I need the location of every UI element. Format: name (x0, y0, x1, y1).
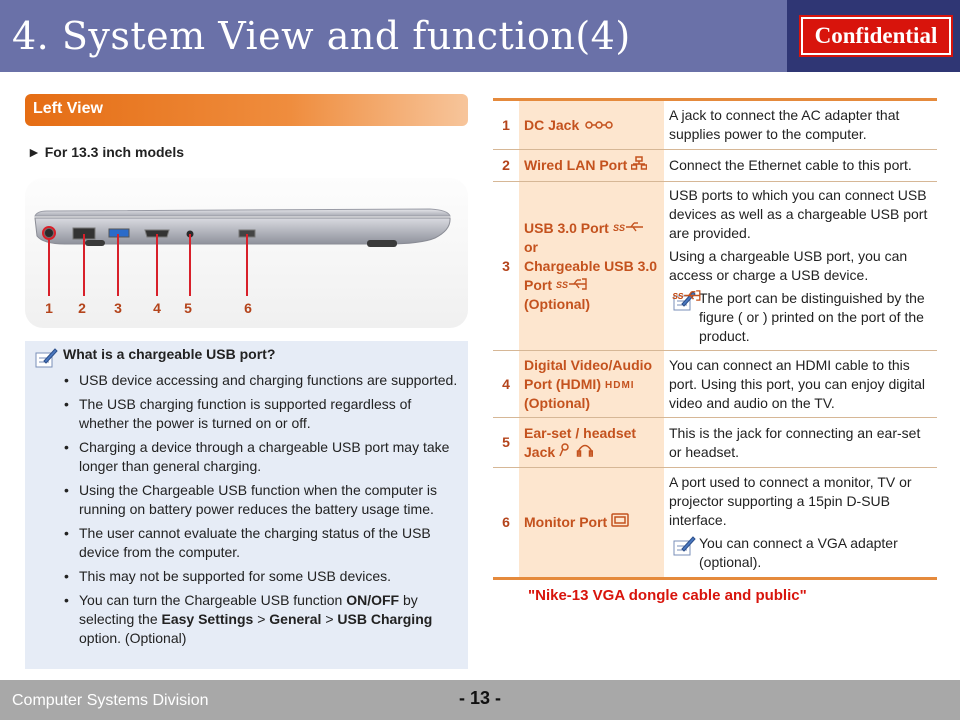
port-name: Ear-set / headset Jack (519, 417, 664, 468)
port-description: A jack to connect the AC adapter that su… (664, 98, 937, 150)
footer-division: Computer Systems Division (12, 692, 209, 709)
callout-1: 1 (45, 300, 53, 316)
chargeable-usb3-icon: SS (672, 290, 701, 301)
note-pencil-icon (673, 291, 696, 311)
port-name: DC Jack (519, 98, 664, 150)
svg-text:HDMI: HDMI (605, 380, 635, 389)
left-view-heading: Left View (25, 94, 468, 126)
callout-6: 6 (244, 300, 252, 316)
monitor-port-icon (611, 513, 629, 527)
tip-note: You can connect a VGA adapter (optional)… (669, 534, 932, 572)
row-number: 5 (493, 417, 519, 468)
on-off-label: ON/OFF (346, 592, 400, 608)
tip-note: The port can be distinguished by the fig… (672, 290, 925, 344)
note-item: Charging a device through a chargeable U… (63, 438, 463, 476)
port-name: Digital Video/Audio Port (HDMI) HDMI (Op… (519, 350, 664, 418)
note-item: Using the Chargeable USB function when t… (63, 481, 463, 519)
callout-4: 4 (153, 300, 161, 316)
models-label: ► For 13.3 inch models (27, 144, 185, 160)
dc-jack-icon (585, 120, 613, 129)
note-list: USB device accessing and charging functi… (63, 371, 463, 653)
hdmi-icon: HDMI (605, 380, 635, 391)
port-description: This is the jack for connecting an ear-s… (664, 417, 937, 468)
note-item-usb-charging: You can turn the Chargeable USB function… (63, 591, 463, 648)
table-row: 3 USB 3.0 Port SS or Chargeable USB 3.0 … (493, 181, 937, 351)
port-description: A port used to connect a monitor, TV or … (664, 467, 937, 580)
usb-charging-label: USB Charging (337, 611, 433, 627)
table-row: 1 DC Jack A jack to connect the AC adapt… (493, 98, 937, 150)
note-item: This may not be supported for some USB d… (63, 567, 463, 586)
note-heading: What is a chargeable USB port? (63, 346, 276, 362)
port-name: USB 3.0 Port SS or Chargeable USB 3.0 Po… (519, 181, 664, 351)
footer-bar (0, 680, 960, 720)
lan-icon (630, 156, 648, 170)
note-pencil-icon (673, 536, 696, 556)
laptop-left-side-illustration: 1 2 3 4 5 6 (34, 208, 451, 316)
callout-3: 3 (114, 300, 122, 316)
general-label: General (269, 611, 322, 627)
confidential-badge: Confidential (799, 15, 953, 57)
row-number: 6 (493, 467, 519, 580)
usb3-icon: SS (613, 221, 643, 233)
callout-2: 2 (78, 300, 86, 316)
row-number: 1 (493, 98, 519, 150)
table-row: 2 Wired LAN Port Connect the Ethernet ca… (493, 149, 937, 182)
note-pencil-icon (35, 348, 58, 368)
svg-text:SS: SS (613, 223, 625, 233)
chargeable-usb3-icon: SS (556, 277, 587, 290)
left-view-title: Left View (33, 100, 103, 117)
table-row: 6 Monitor Port A port used to connect a … (493, 467, 937, 580)
row-number: 4 (493, 350, 519, 418)
port-description: You can connect an HDMI cable to this po… (664, 350, 937, 418)
row-number: 2 (493, 149, 519, 182)
easy-settings-label: Easy Settings (161, 611, 254, 627)
svg-text:SS: SS (672, 292, 684, 301)
page-title: 4. System View and function(4) (12, 14, 631, 58)
headset-icon (559, 442, 594, 457)
callout-5: 5 (184, 300, 192, 316)
svg-text:SS: SS (672, 292, 684, 301)
vga-dongle-footnote: "Nike-13 VGA dongle cable and public" (528, 587, 807, 604)
note-item: The USB charging function is supported r… (63, 395, 463, 433)
table-row: 4 Digital Video/Audio Port (HDMI) HDMI (… (493, 350, 937, 418)
note-item: USB device accessing and charging functi… (63, 371, 463, 390)
table-row: 5 Ear-set / headset Jack This is the jac… (493, 417, 937, 468)
svg-text:SS: SS (556, 280, 568, 290)
port-description: Connect the Ethernet cable to this port. (664, 149, 937, 182)
port-name: Monitor Port (519, 467, 664, 580)
port-description: USB ports to which you can connect USB d… (664, 181, 937, 351)
port-table: 1 DC Jack A jack to connect the AC adapt… (493, 98, 937, 580)
port-name: Wired LAN Port (519, 149, 664, 182)
page-number: - 13 - (459, 688, 502, 708)
note-item: The user cannot evaluate the charging st… (63, 524, 463, 562)
row-number: 3 (493, 181, 519, 351)
